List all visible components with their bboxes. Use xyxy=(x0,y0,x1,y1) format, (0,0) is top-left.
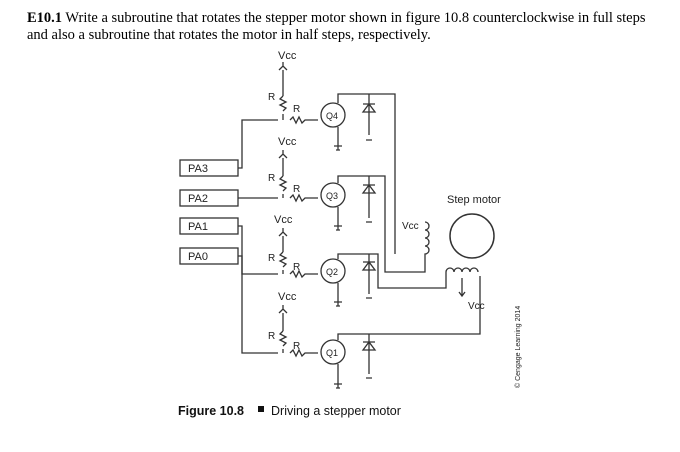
stepper-motor xyxy=(449,213,495,259)
wire-q2-coil xyxy=(369,253,447,289)
transistor-q1-label: Q1 xyxy=(326,348,338,358)
resistor-label-3b: R xyxy=(293,262,300,273)
vcc-label-4: Vcc xyxy=(278,291,297,303)
wire-q1-coil xyxy=(369,276,481,335)
motor-label: Step motor xyxy=(447,194,501,206)
port-pa0: PA0 xyxy=(179,247,239,265)
stage-q1: R R Q1 xyxy=(268,305,377,389)
caption-bullet xyxy=(258,406,264,412)
resistor-label-1b: R xyxy=(293,104,300,115)
question-number: E10.1 xyxy=(27,10,63,26)
port-pa0-label: PA0 xyxy=(188,251,208,263)
stage-q3: R R Q3 xyxy=(268,150,377,231)
transistor-q2-label: Q2 xyxy=(326,267,338,277)
transistor-q3-label: Q3 xyxy=(326,191,338,201)
port-pa2: PA2 xyxy=(179,189,239,207)
copyright-text: © Cengage Learning 2014 xyxy=(514,306,522,388)
port-pa3: PA3 xyxy=(179,159,239,177)
wire-q3-coil xyxy=(369,175,410,273)
vcc-label-3: Vcc xyxy=(274,214,293,226)
resistor-label-3a: R xyxy=(268,253,275,264)
resistor-label-4a: R xyxy=(268,331,275,342)
resistor-label-4b: R xyxy=(293,341,300,352)
figure-caption-number: Figure 10.8 xyxy=(178,404,244,418)
wire-q4-coil xyxy=(369,93,396,254)
motor-coil-bottom xyxy=(445,267,479,273)
wire-pa1 xyxy=(238,225,278,275)
resistor-label-2b: R xyxy=(293,184,300,195)
vcc-wire-motor-bottom xyxy=(458,278,466,298)
resistor-label-2a: R xyxy=(268,173,275,184)
port-pa2-label: PA2 xyxy=(188,193,208,205)
question-body: Write a subroutine that rotates the step… xyxy=(27,10,646,43)
stage-q2: R R Q2 xyxy=(268,228,377,307)
port-pa1-label: PA1 xyxy=(188,221,208,233)
port-pa1: PA1 xyxy=(179,217,239,235)
wire-pa0 xyxy=(238,255,278,354)
transistor-q4-label: Q4 xyxy=(326,111,338,121)
port-pa3-label: PA3 xyxy=(188,163,208,175)
vcc-label-motor-bottom: Vcc xyxy=(468,301,485,312)
figure-caption-text: Driving a stepper motor xyxy=(271,404,401,418)
resistor-label-1a: R xyxy=(268,92,275,103)
motor-coil-left xyxy=(410,221,430,273)
wire-pa3 xyxy=(238,119,278,169)
vcc-label-top: Vcc xyxy=(278,50,297,62)
stage-q4: R R Q4 xyxy=(268,62,377,151)
question-text: E10.1 Write a subroutine that rotates th… xyxy=(27,10,667,44)
vcc-label-2: Vcc xyxy=(278,136,297,148)
vcc-label-motor-left: Vcc xyxy=(402,221,419,232)
